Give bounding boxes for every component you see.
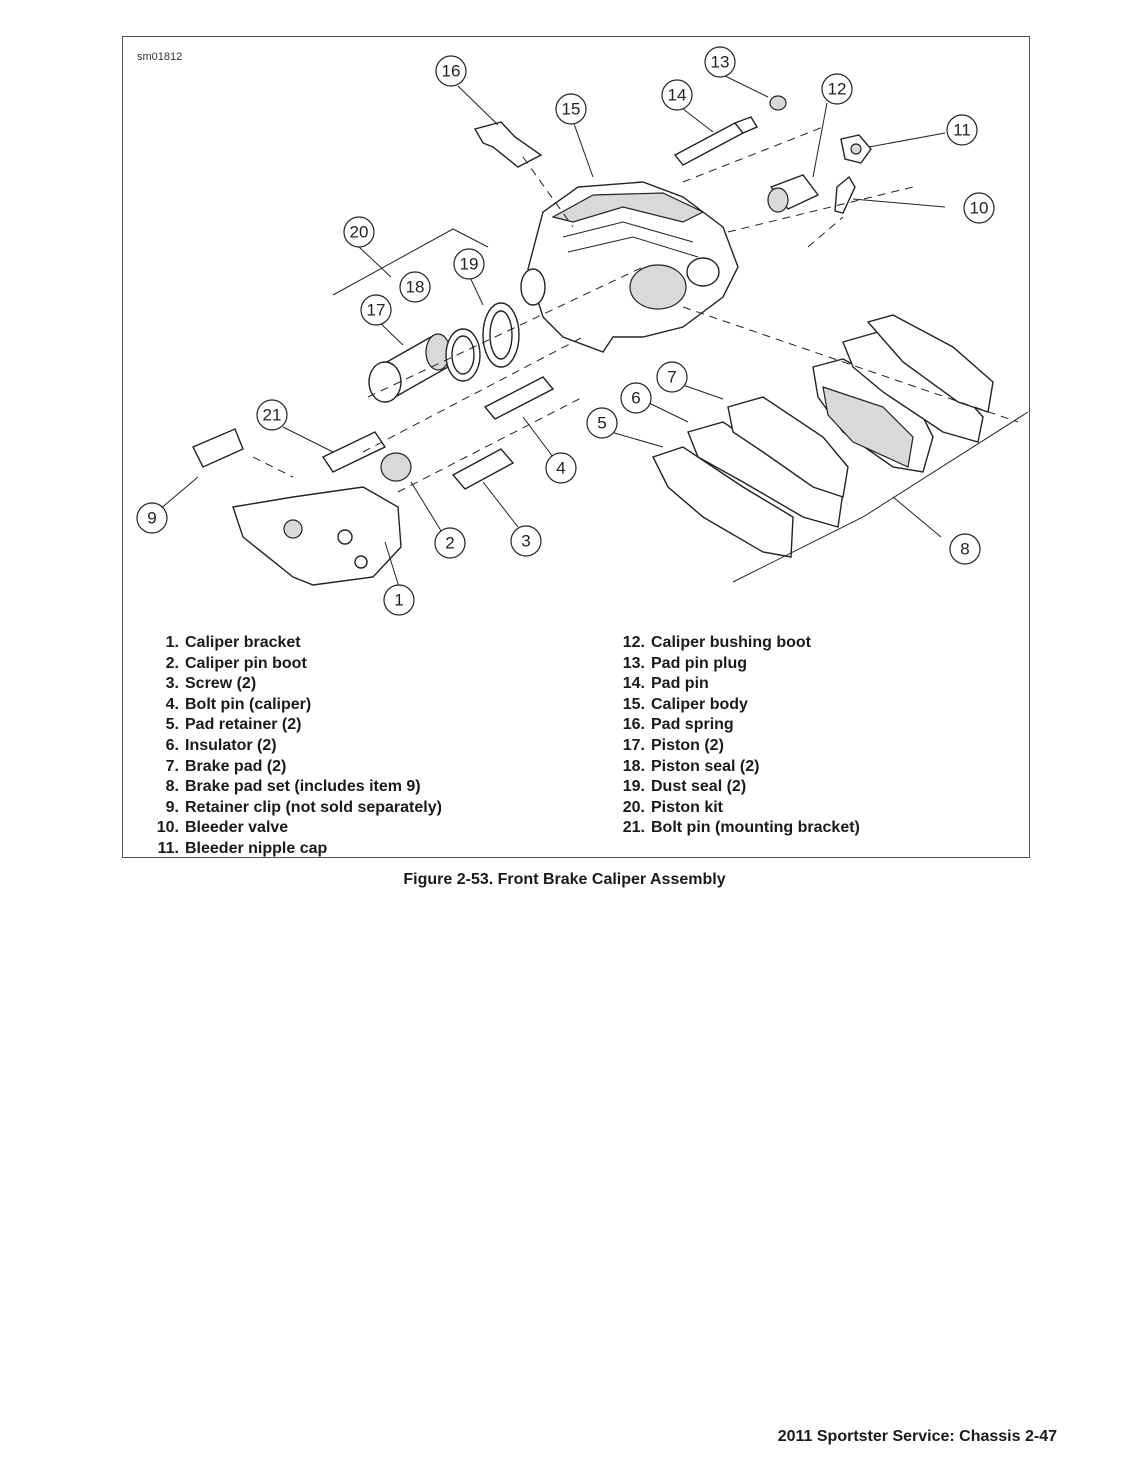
callout-6: 6 <box>620 382 652 414</box>
svg-text:3: 3 <box>521 532 530 551</box>
svg-text:9: 9 <box>147 509 156 528</box>
legend-item: 5.Pad retainer (2) <box>165 716 302 734</box>
legend-item: 14.Pad pin <box>622 675 709 693</box>
pad-pin-drawing <box>673 95 787 166</box>
svg-text:21: 21 <box>263 406 282 425</box>
callout-11: 11 <box>946 114 978 146</box>
figure-id: sm01812 <box>137 51 183 63</box>
legend-item: 13.Pad pin plug <box>622 654 747 672</box>
svg-text:7: 7 <box>667 368 676 387</box>
caliper-pin-boot-drawing <box>380 452 412 482</box>
legend-item: 9.Retainer clip (not sold separately) <box>165 798 442 816</box>
legend-right: 12.Caliper bushing boot 13.Pad pin plug … <box>607 633 860 839</box>
legend-item: 10.Bleeder valve <box>156 819 289 837</box>
bleeder-drawing <box>834 134 872 214</box>
svg-text:19: 19 <box>460 255 479 274</box>
svg-text:16: 16 <box>442 62 461 81</box>
legend-item: 6.Insulator (2) <box>165 736 277 754</box>
assembly-axes <box>252 126 1019 493</box>
callout-17: 17 <box>360 294 392 326</box>
legend-item: 16.Pad spring <box>622 716 734 734</box>
svg-text:18: 18 <box>406 278 425 297</box>
svg-text:6: 6 <box>631 389 640 408</box>
bolt-pin-bracket-drawing <box>321 431 387 473</box>
figure-frame: sm01812 <box>122 36 1030 858</box>
callout-18: 18 <box>399 271 431 303</box>
pads-left-drawing <box>652 396 849 558</box>
callout-21: 21 <box>256 399 288 431</box>
svg-text:4: 4 <box>556 459 565 478</box>
legend-item: 18.Piston seal (2) <box>622 757 760 775</box>
callout-4: 4 <box>545 452 577 484</box>
legend-item: 19.Dust seal (2) <box>622 778 747 796</box>
callout-13: 13 <box>704 46 736 78</box>
legend-item: 12.Caliper bushing boot <box>622 634 811 651</box>
piston-kit-bracket <box>332 228 489 296</box>
svg-text:11: 11 <box>953 121 971 140</box>
callout-8: 8 <box>949 533 981 565</box>
callout-2: 2 <box>434 527 466 559</box>
pad-spring-drawing <box>473 121 543 168</box>
svg-text:20: 20 <box>350 223 369 242</box>
svg-text:12: 12 <box>828 80 847 99</box>
svg-text:5: 5 <box>597 414 606 433</box>
svg-text:8: 8 <box>960 540 969 559</box>
caliper-bracket-drawing <box>232 486 402 586</box>
figure-caption: Figure 2-53. Front Brake Caliper Assembl… <box>403 871 726 888</box>
legend-item: 21.Bolt pin (mounting bracket) <box>622 819 860 837</box>
page-footer: 2011 Sportster Service: Chassis 2-47 <box>777 1428 1057 1445</box>
callout-7: 7 <box>656 361 688 393</box>
svg-text:17: 17 <box>367 301 386 320</box>
brake-pad-set-drawing <box>732 314 1029 583</box>
legend-item: 3.Screw (2) <box>165 675 257 693</box>
svg-text:2: 2 <box>445 534 454 553</box>
callout-12: 12 <box>821 73 853 105</box>
callout-20: 20 <box>343 216 375 248</box>
legend-item: 1.Caliper bracket <box>165 634 301 651</box>
leader-lines <box>158 71 946 588</box>
svg-text:10: 10 <box>970 199 989 218</box>
callout-16: 16 <box>435 55 467 87</box>
bushing-boot-drawing <box>767 174 820 213</box>
legend-item: 11.Bleeder nipple cap <box>157 839 328 857</box>
callout-19: 19 <box>453 248 485 280</box>
callout-15: 15 <box>555 93 587 125</box>
bolt-pin-caliper-drawing <box>483 376 555 420</box>
screw-drawing <box>451 448 515 490</box>
svg-text:15: 15 <box>562 100 581 119</box>
callout-10: 10 <box>963 192 995 224</box>
svg-text:13: 13 <box>711 53 730 72</box>
callout-3: 3 <box>510 525 542 557</box>
legend-left: 1.Caliper bracket 2.Caliper pin boot 3.S… <box>141 633 442 860</box>
legend-item: 2.Caliper pin boot <box>165 654 307 672</box>
piston-drawing <box>368 333 451 403</box>
svg-text:1: 1 <box>394 591 403 610</box>
legend-item: 7.Brake pad (2) <box>165 757 287 775</box>
legend-item: 4.Bolt pin (caliper) <box>165 695 312 713</box>
exploded-diagram: 1 2 3 4 5 6 7 8 9 10 11 12 13 14 15 16 1… <box>136 46 1029 616</box>
legend-item: 8.Brake pad set (includes item 9) <box>165 778 421 796</box>
callout-9: 9 <box>136 502 168 534</box>
retainer-clip-drawing <box>192 428 244 468</box>
legend-item: 20.Piston kit <box>622 798 724 816</box>
svg-text:14: 14 <box>668 86 687 105</box>
callout-1: 1 <box>383 584 415 616</box>
legend-item: 15.Caliper body <box>622 695 748 713</box>
caliper-body-drawing <box>520 181 739 353</box>
callout-14: 14 <box>661 79 693 111</box>
callout-5: 5 <box>586 407 618 439</box>
legend-item: 17.Piston (2) <box>622 736 724 754</box>
